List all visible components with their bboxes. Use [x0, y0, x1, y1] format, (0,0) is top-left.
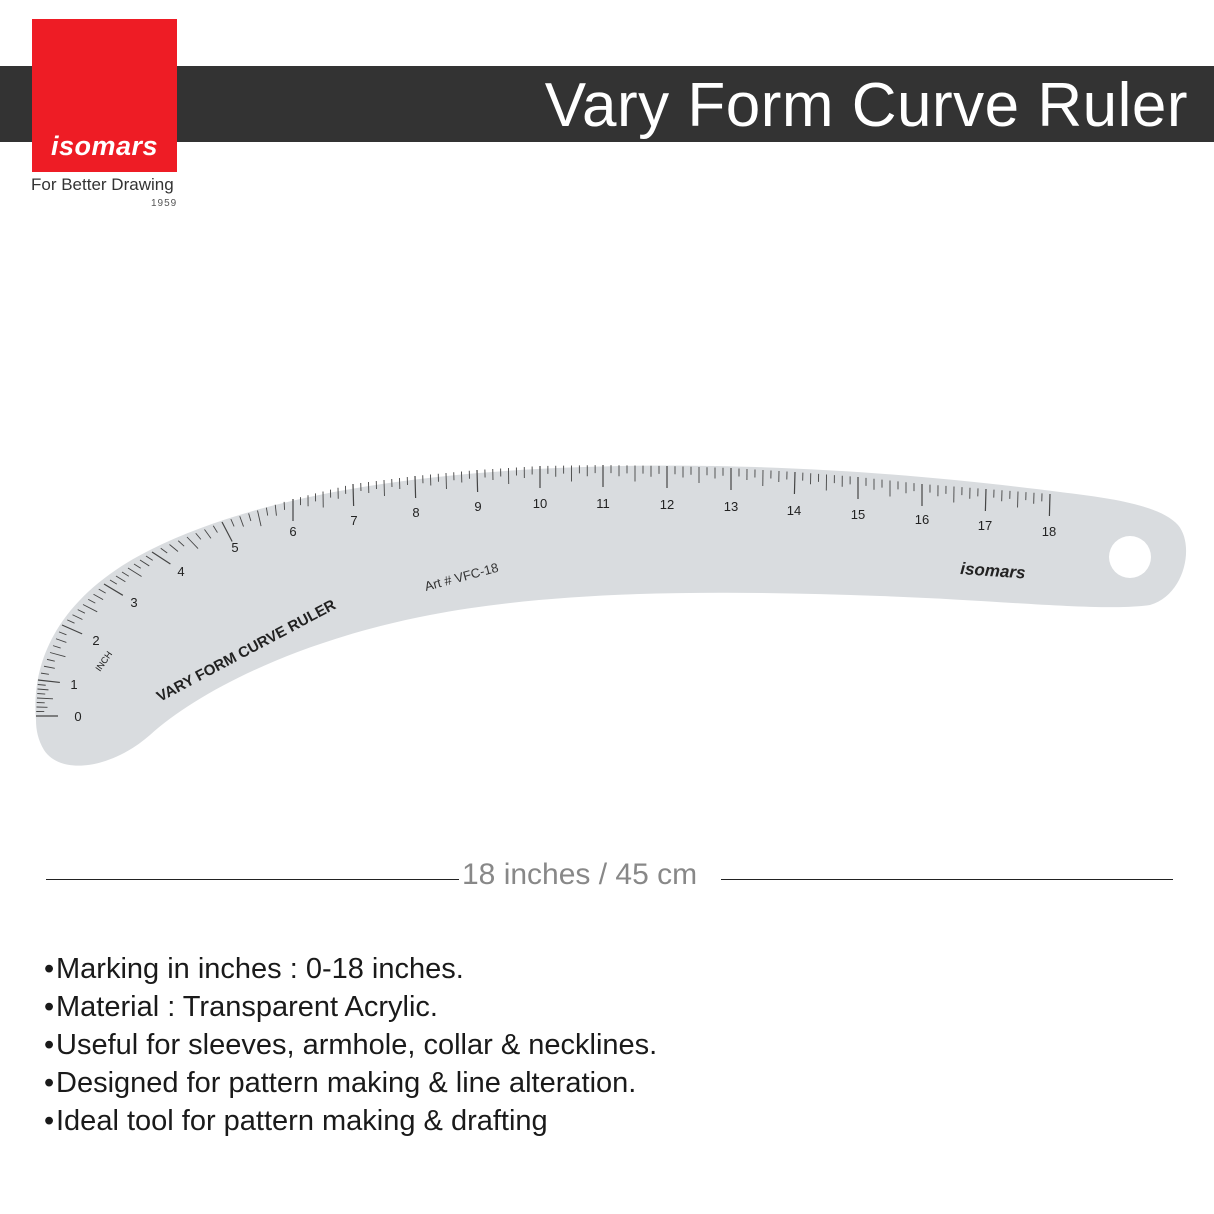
ruler-body [35, 465, 1187, 766]
dimension-label: 18 inches / 45 cm [462, 858, 698, 891]
feature-item: •Designed for pattern making & line alte… [44, 1064, 657, 1102]
svg-text:7: 7 [350, 513, 357, 528]
brand-tagline: For Better Drawing [31, 175, 174, 194]
feature-item: •Marking in inches : 0-18 inches. [44, 950, 657, 988]
page-title: Vary Form Curve Ruler [544, 71, 1188, 140]
svg-text:3: 3 [130, 595, 137, 610]
svg-text:16: 16 [915, 512, 929, 527]
svg-text:5: 5 [231, 540, 238, 555]
ruler-ticks [36, 465, 1051, 717]
brand-year: 1959 [151, 198, 178, 209]
svg-text:2: 2 [92, 633, 99, 648]
svg-text:1: 1 [70, 677, 77, 692]
hanging-hole [1109, 536, 1151, 578]
svg-text:4: 4 [177, 564, 184, 579]
bullet: • [44, 991, 55, 1023]
svg-text:15: 15 [851, 507, 865, 522]
bullet: • [44, 953, 55, 985]
svg-text:13: 13 [724, 499, 738, 514]
dimension-line-right [721, 879, 1173, 880]
feature-item: •Ideal tool for pattern making & draftin… [44, 1102, 657, 1140]
svg-text:10: 10 [533, 496, 547, 511]
svg-text:6: 6 [289, 524, 296, 539]
brand-logo: isomars [32, 19, 177, 172]
feature-item: •Useful for sleeves, armhole, collar & n… [44, 1026, 657, 1064]
svg-text:18: 18 [1042, 524, 1056, 539]
svg-text:14: 14 [787, 503, 801, 518]
ruler-brand-mark: isomars [960, 559, 1026, 583]
title-banner [0, 66, 1214, 142]
feature-list: •Marking in inches : 0-18 inches. •Mater… [44, 950, 657, 1140]
svg-text:8: 8 [412, 505, 419, 520]
feature-item: •Material : Transparent Acrylic. [44, 988, 657, 1026]
brand-logo-wordmark: isomars [50, 131, 159, 161]
dimension-line-left [46, 879, 459, 880]
svg-text:17: 17 [978, 518, 992, 533]
svg-text:12: 12 [660, 497, 674, 512]
bullet: • [44, 1105, 55, 1137]
bullet: • [44, 1029, 55, 1061]
bullet: • [44, 1067, 55, 1099]
svg-text:11: 11 [596, 496, 610, 511]
svg-text:9: 9 [474, 499, 481, 514]
svg-text:0: 0 [74, 709, 81, 724]
